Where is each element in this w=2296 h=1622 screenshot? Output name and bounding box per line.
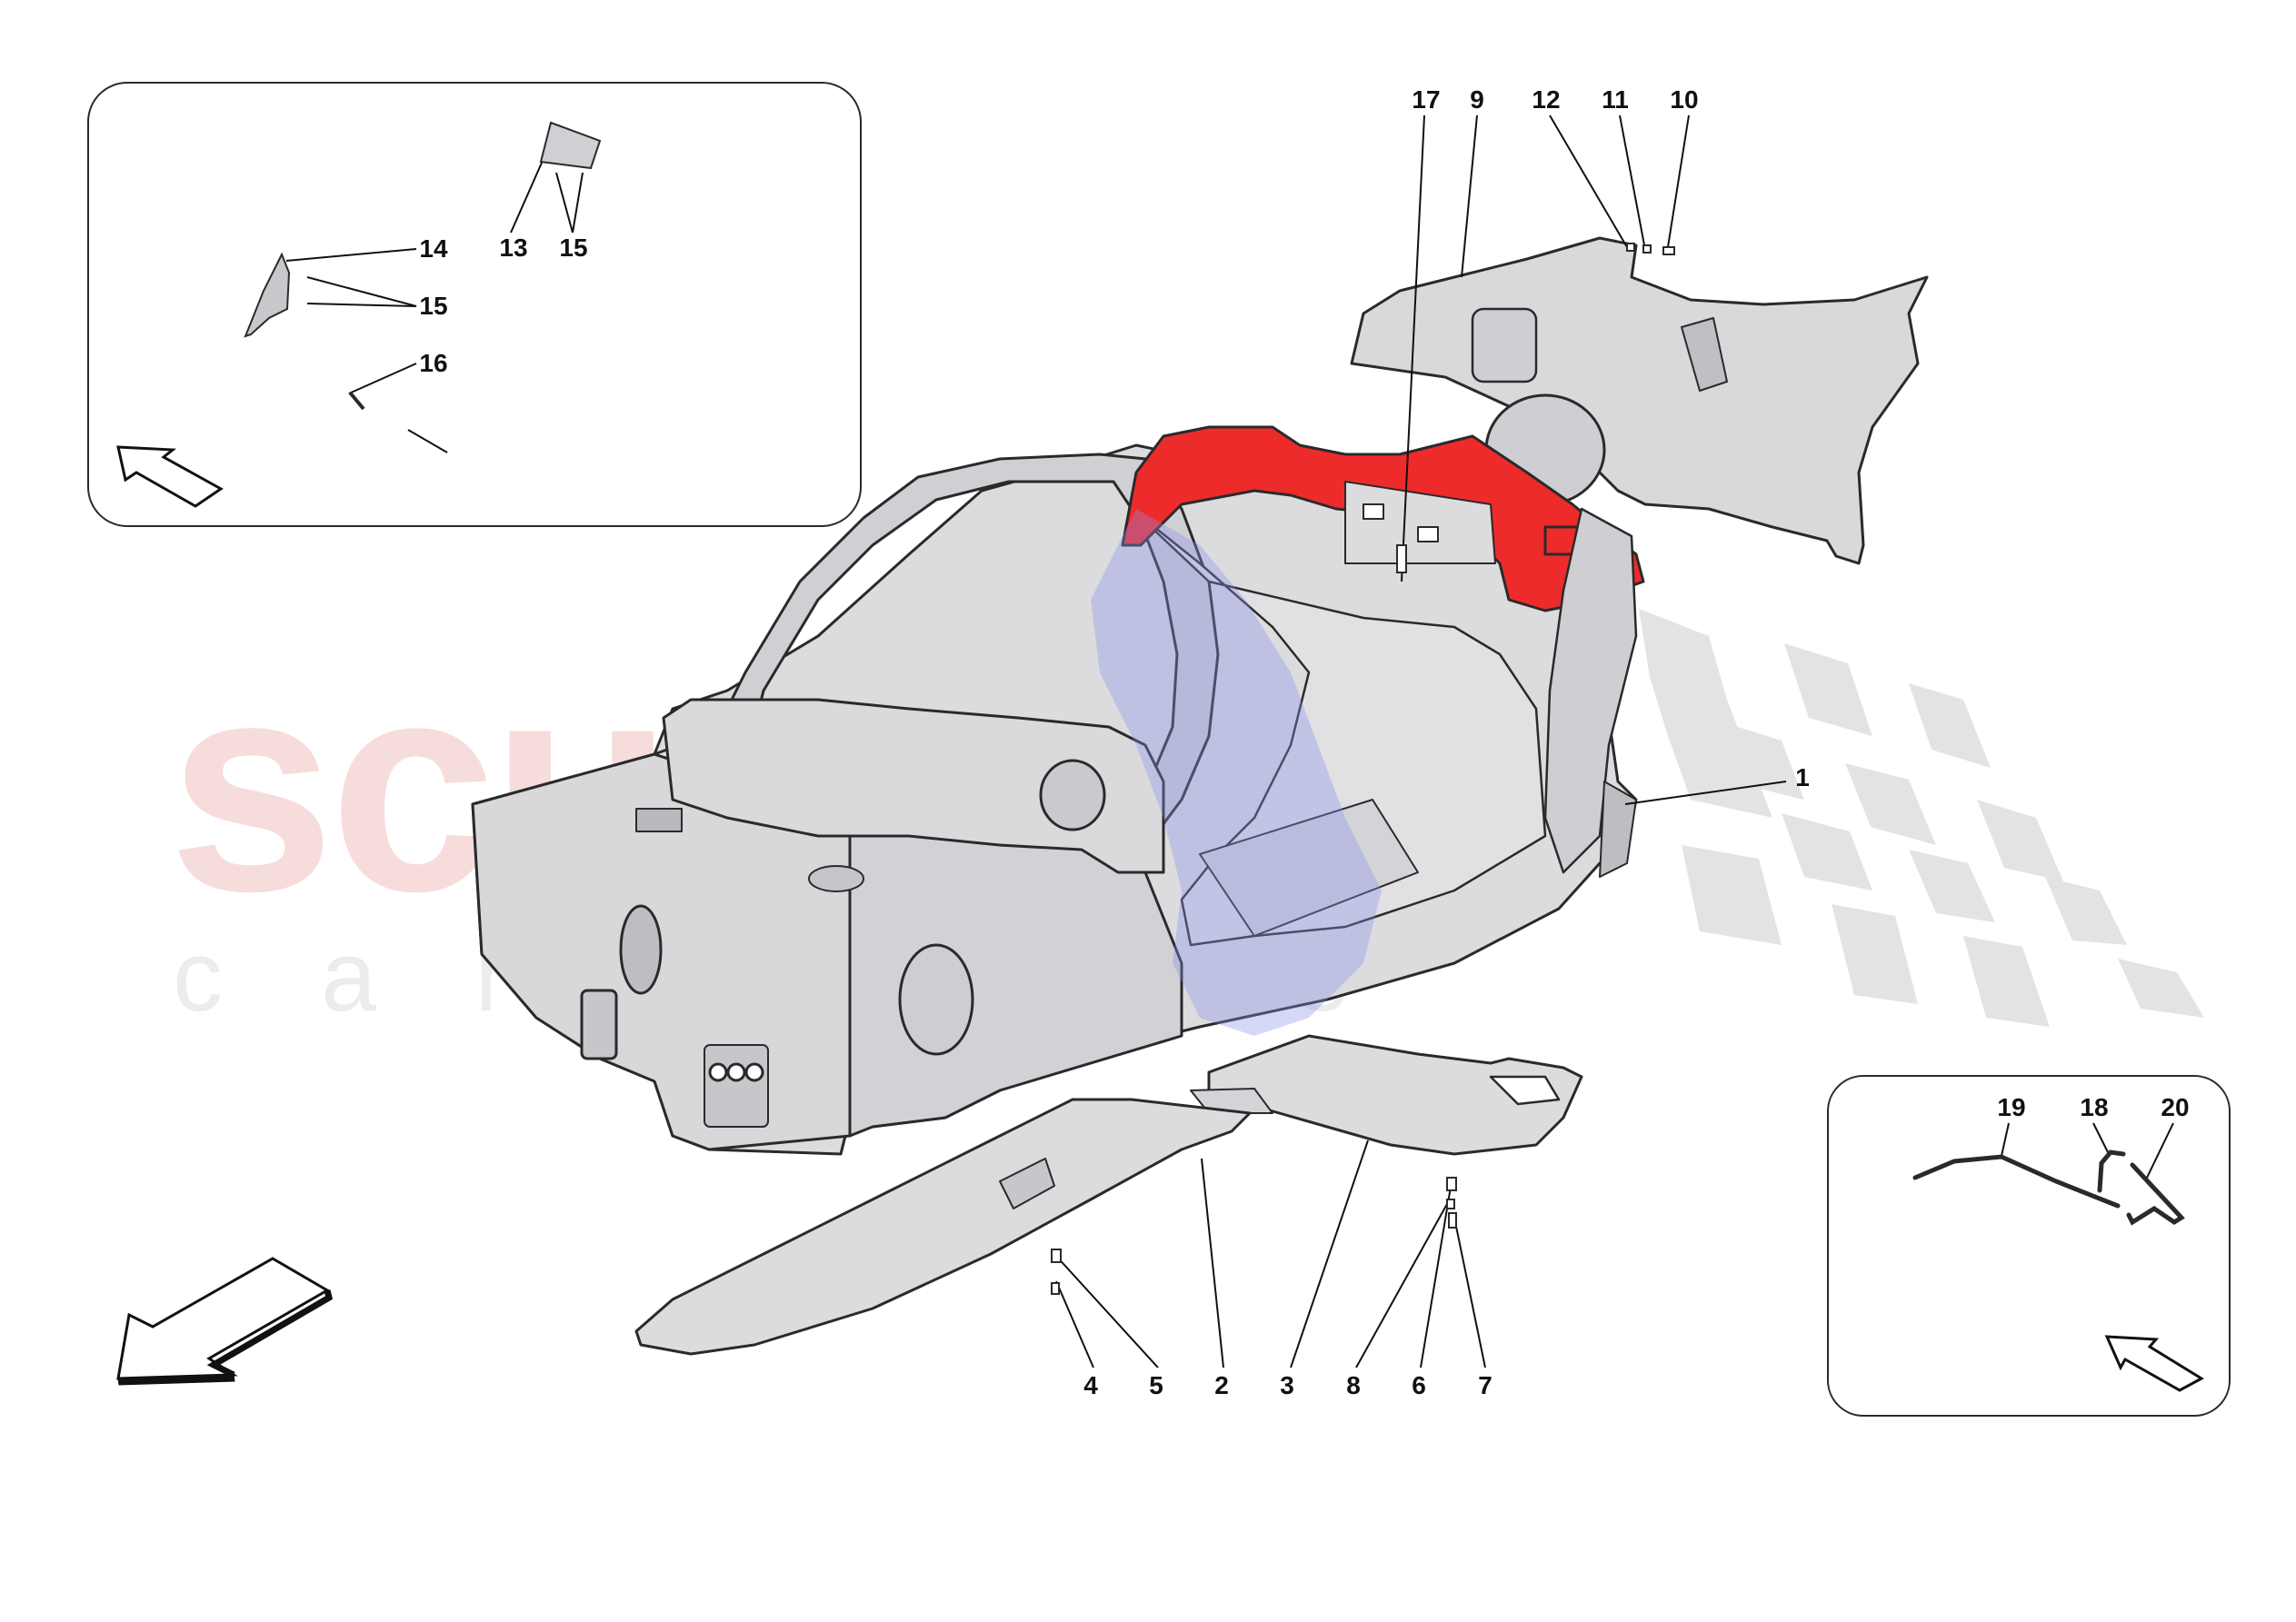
floor-panel-rear <box>1207 1034 1583 1156</box>
callout-16[interactable]: 16 <box>419 349 448 377</box>
detail-inset-right <box>1827 1075 2231 1417</box>
front-cowl-ring <box>662 698 1165 874</box>
callout-7[interactable]: 7 <box>1478 1371 1492 1399</box>
callout-2[interactable]: 2 <box>1214 1371 1229 1399</box>
fasteners <box>1051 243 1675 1295</box>
callout-4[interactable]: 4 <box>1083 1371 1098 1399</box>
callout-12[interactable]: 12 <box>1532 85 1561 114</box>
callout-8[interactable]: 8 <box>1346 1371 1361 1399</box>
leader-lines <box>285 114 2174 1368</box>
inset-left-view-arrow <box>116 445 224 508</box>
inset-right-view-arrow <box>2104 1335 2204 1392</box>
callout-9[interactable]: 9 <box>1470 85 1484 114</box>
callout-11[interactable]: 11 <box>1602 85 1629 114</box>
inset-left-parts <box>244 121 602 411</box>
callout-10[interactable]: 10 <box>1670 85 1699 114</box>
callout-14[interactable]: 14 <box>419 234 448 263</box>
callout-20[interactable]: 20 <box>2161 1093 2190 1121</box>
prancing-horse-watermark <box>1091 509 1382 1036</box>
callout-5[interactable]: 5 <box>1149 1371 1163 1399</box>
callout-3[interactable]: 3 <box>1280 1371 1294 1399</box>
floor-panel-strip <box>634 1098 1252 1356</box>
callout-15-lower[interactable]: 15 <box>419 292 448 320</box>
callout-17[interactable]: 17 <box>1412 85 1441 114</box>
callout-19[interactable]: 19 <box>1997 1093 2026 1121</box>
callout-13[interactable]: 13 <box>499 234 528 262</box>
inset-right-parts <box>1912 1149 2185 1226</box>
callout-15-upper[interactable]: 15 <box>559 234 588 262</box>
callout-6[interactable]: 6 <box>1412 1371 1426 1399</box>
detail-inset-left <box>87 82 862 527</box>
callout-18[interactable]: 18 <box>2080 1093 2109 1121</box>
callout-1[interactable]: 1 <box>1795 763 1810 791</box>
